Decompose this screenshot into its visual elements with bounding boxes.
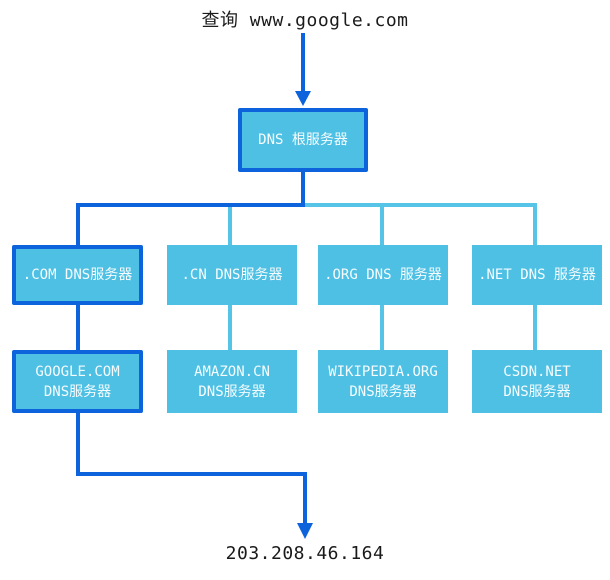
csdn-net-dns-node: CSDN.NET DNS服务器	[472, 350, 602, 413]
csdn-net-dns-line2: DNS服务器	[503, 383, 571, 400]
csdn-net-dns-line1: CSDN.NET	[503, 363, 571, 380]
query-arrow-shaft	[301, 33, 305, 92]
wikipedia-org-dns-node: WIKIPEDIA.ORG DNS服务器	[318, 350, 448, 413]
dns-root-server-label: DNS 根服务器	[258, 132, 348, 148]
connector-drop-net	[533, 207, 537, 245]
query-label: 查询 www.google.com	[201, 10, 409, 31]
tld-net-server-label: .NET DNS 服务器	[478, 267, 596, 283]
connector-bus-left	[76, 203, 305, 207]
tld-cn-server-label: .CN DNS服务器	[181, 267, 283, 283]
tld-net-server-node: .NET DNS 服务器	[472, 245, 602, 305]
tld-org-server-node: .ORG DNS 服务器	[318, 245, 448, 305]
connector-bus-right	[305, 203, 537, 207]
dns-root-server-node: DNS 根服务器	[238, 108, 368, 172]
amazon-cn-dns-line2: DNS服务器	[198, 383, 266, 400]
google-com-dns-line1: GOOGLE.COM	[35, 363, 120, 380]
wikipedia-org-dns-line1: WIKIPEDIA.ORG	[328, 363, 438, 380]
google-com-dns-line2: DNS服务器	[43, 383, 112, 400]
answer-arrow-head-icon	[297, 523, 313, 539]
connector-answer-vertical2	[303, 472, 307, 524]
connector-root-stem	[301, 172, 305, 207]
connector-drop-cn	[228, 207, 232, 245]
result-ip-label: 203.208.46.164	[225, 543, 385, 564]
tld-com-server-node: .COM DNS服务器	[12, 245, 143, 305]
connector-answer-horizontal	[76, 472, 307, 476]
amazon-cn-dns-node: AMAZON.CN DNS服务器	[167, 350, 297, 413]
google-com-dns-node: GOOGLE.COM DNS服务器	[12, 350, 143, 413]
connector-answer-vertical1	[76, 413, 80, 476]
connector-org-wikipedia	[380, 305, 384, 350]
tld-cn-server-node: .CN DNS服务器	[167, 245, 297, 305]
query-arrow-head-icon	[295, 91, 311, 106]
connector-drop-org	[380, 207, 384, 245]
connector-net-csdn	[533, 305, 537, 350]
tld-com-server-label: .COM DNS服务器	[22, 267, 133, 283]
connector-com-google	[76, 303, 80, 350]
wikipedia-org-dns-line2: DNS服务器	[349, 383, 417, 400]
connector-cn-amazon	[228, 305, 232, 350]
tld-org-server-label: .ORG DNS 服务器	[324, 267, 442, 283]
connector-drop-com	[76, 203, 80, 245]
amazon-cn-dns-line1: AMAZON.CN	[194, 363, 270, 380]
